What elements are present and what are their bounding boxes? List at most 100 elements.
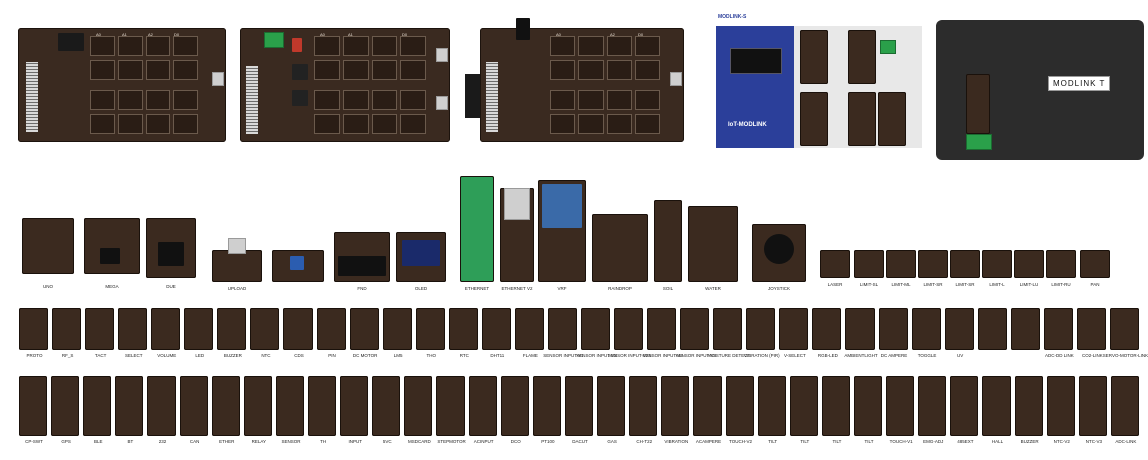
module-joystick [752,224,806,282]
module-vrf [538,180,586,282]
module-row3-10 [349,308,379,350]
mcu-chip [158,242,184,266]
usb-port [228,238,246,254]
module-row4-29 [950,376,979,436]
silk-a1: A1 [122,32,127,37]
label-row4-24: TILT [800,439,810,444]
module-row4-18 [597,376,626,436]
module-row4-24 [789,376,818,436]
label-row3-18: SENSOR INPUT-V2S [607,353,652,358]
label-limit-4: LIMIT-SR [955,282,975,287]
module-limit-6 [1014,250,1044,278]
module-row4-6 [211,376,240,436]
socket-grid-bottom [550,114,660,134]
label-row4-0: CP-SWT [25,439,43,444]
socket-grid-bottom [90,114,198,134]
label-pan: PAN [1090,282,1100,287]
module-row3-22 [746,308,776,350]
module-row3-33 [1109,308,1139,350]
module-row3-26 [878,308,908,350]
modlink-board-area [794,26,922,148]
label-row3-9: PIN [328,353,336,358]
socket-grid-low [550,90,660,110]
rj45-port [504,188,530,220]
iot-modlink-panel: IoT-MODLINK [716,26,794,148]
inductor-1 [292,64,308,80]
module-row3-29 [977,308,1007,350]
lcd-window [730,48,782,74]
inductor-2 [292,90,308,106]
label-row4-27: TOUCH-V1 [889,439,913,444]
module-oled [396,232,446,282]
module-row3-5 [184,308,214,350]
label-limit-5: LIMIT-L [989,282,1005,287]
label-row4-19: CH-T22 [636,439,653,444]
dc-jack [516,18,530,40]
label-soil: SOIL [662,286,674,291]
module-row4-19 [629,376,658,436]
label-row4-25: TILT [832,439,842,444]
label-row4-34: ADC-LINK [1115,439,1137,444]
label-laser: LASER [827,282,843,287]
vrf-chip [542,184,582,228]
label-row3-24: RGB-LED [817,353,838,358]
label-ethernet-v2: ETHERNET V2 [501,286,533,291]
label-row3-11: LM5 [393,353,403,358]
module-limit-3 [918,250,948,278]
iot-modlink-name: IoT-MODLINK [728,122,767,128]
modlink-s-tag: MODLINK-S [718,14,747,20]
module-row4-8 [275,376,305,436]
usb-chip [292,38,302,52]
module-row3-32 [1076,308,1106,350]
label-row4-17: DACUT [572,439,588,444]
label-row4-30: HALL [991,439,1004,444]
module-row3-21 [713,308,743,350]
label-row4-2: BLE [94,439,103,444]
socket-grid-mid [90,60,198,80]
label-row3-21: MOISTURE DETECT [707,353,751,358]
base-board-2: A0 A1 D0 [240,28,450,142]
dc-jack [58,33,84,51]
module-wifi [272,250,324,282]
slot-module-5 [878,92,906,146]
label-limit-3: LIMIT-SR [923,282,943,287]
module-due [146,218,196,278]
label-row3-8: CDS [294,353,304,358]
label-row4-1: GPS [61,439,71,444]
module-row4-12 [404,376,433,436]
label-row4-21: ACAMPERE [695,439,722,444]
label-row4-5: CAN [189,439,200,444]
label-row3-12: THO [426,353,436,358]
module-raindrop [592,214,648,282]
module-ethernet [460,176,494,282]
socket-grid-low [314,90,426,110]
module-limit-7 [1046,250,1076,278]
module-mega [84,218,140,274]
module-row4-23 [757,376,786,436]
module-row4-1 [51,376,80,436]
module-row3-28 [944,308,974,350]
label-row4-32: NTC-V2 [1053,439,1070,444]
module-row3-16 [547,308,577,350]
connector [670,72,682,86]
label-due: DUE [166,284,176,289]
module-row3-18 [614,308,644,350]
terminal-block [264,32,284,48]
module-row3-31 [1043,308,1073,350]
module-pan [1080,250,1110,278]
label-limit-2: LIMIT-ML [891,282,911,287]
module-row3-6 [217,308,247,350]
module-row3-13 [448,308,478,350]
silk-a0: A0 [556,32,561,37]
silk-a2: A2 [148,32,153,37]
connector-2 [436,96,448,110]
module-row3-14 [481,308,511,350]
label-row3-6: BUZZER [223,353,242,358]
label-row3-28: UV [957,353,964,358]
module-row3-25 [845,308,875,350]
module-row4-21 [693,376,722,436]
module-row3-9 [316,308,346,350]
label-row4-18: GAS [607,439,617,444]
module-soil [654,200,682,282]
label-row4-12: MSDCARD [408,439,431,444]
